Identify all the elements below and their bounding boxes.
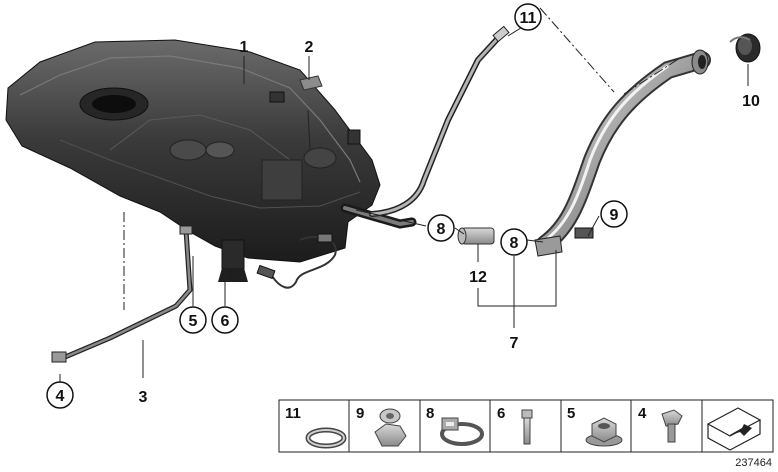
svg-text:8: 8 — [510, 235, 519, 252]
hex-nut-icon — [374, 408, 407, 447]
parts-table: 11 9 8 6 5 4 — [278, 399, 774, 453]
screw-icon — [661, 409, 683, 443]
clamp-ring-icon — [305, 427, 347, 449]
table-label-5: 5 — [567, 405, 575, 422]
callout-11: 11 — [514, 3, 542, 31]
filler-pipe — [534, 49, 711, 257]
svg-text:7: 7 — [510, 335, 519, 352]
callout-7: 7 — [510, 335, 519, 352]
hose-clamp-icon — [440, 417, 484, 446]
filler-cap — [729, 33, 761, 63]
bolt-icon — [521, 409, 533, 445]
table-label-4: 4 — [638, 405, 647, 422]
callout-8-left: 8 — [427, 214, 455, 242]
svg-text:6: 6 — [221, 313, 230, 330]
hose-connector — [457, 227, 495, 245]
table-label-11: 11 — [285, 405, 301, 422]
callout-9: 9 — [600, 200, 628, 228]
table-label-9: 9 — [356, 405, 364, 422]
svg-text:9: 9 — [610, 207, 619, 224]
document-number: 237464 — [735, 457, 772, 469]
svg-text:3: 3 — [139, 389, 148, 406]
pad-part — [299, 75, 323, 91]
callout-8-right: 8 — [500, 228, 528, 256]
table-label-8: 8 — [426, 405, 434, 422]
callout-5: 5 — [179, 306, 207, 334]
callout-1: 1 — [240, 39, 249, 56]
vent-line — [369, 33, 503, 217]
arrow-reference-icon — [706, 407, 762, 451]
fuel-tank — [5, 39, 417, 289]
svg-text:11: 11 — [520, 10, 537, 27]
svg-text:2: 2 — [305, 39, 314, 56]
tank-strap — [51, 225, 193, 363]
svg-text:10: 10 — [742, 93, 760, 110]
reference-lines — [123, 7, 681, 310]
callout-4: 4 — [46, 381, 74, 409]
svg-text:8: 8 — [437, 221, 446, 238]
callout-10: 10 — [742, 93, 760, 110]
svg-text:5: 5 — [189, 313, 198, 330]
callout-12: 12 — [469, 269, 487, 286]
callout-2: 2 — [305, 39, 314, 56]
table-label-6: 6 — [497, 405, 505, 422]
callout-6: 6 — [211, 306, 239, 334]
svg-text:12: 12 — [469, 269, 487, 286]
svg-text:4: 4 — [56, 388, 65, 405]
leader-lines — [59, 25, 749, 382]
callout-3: 3 — [139, 389, 148, 406]
flange-nut-icon — [585, 417, 623, 447]
svg-text:1: 1 — [240, 39, 249, 56]
